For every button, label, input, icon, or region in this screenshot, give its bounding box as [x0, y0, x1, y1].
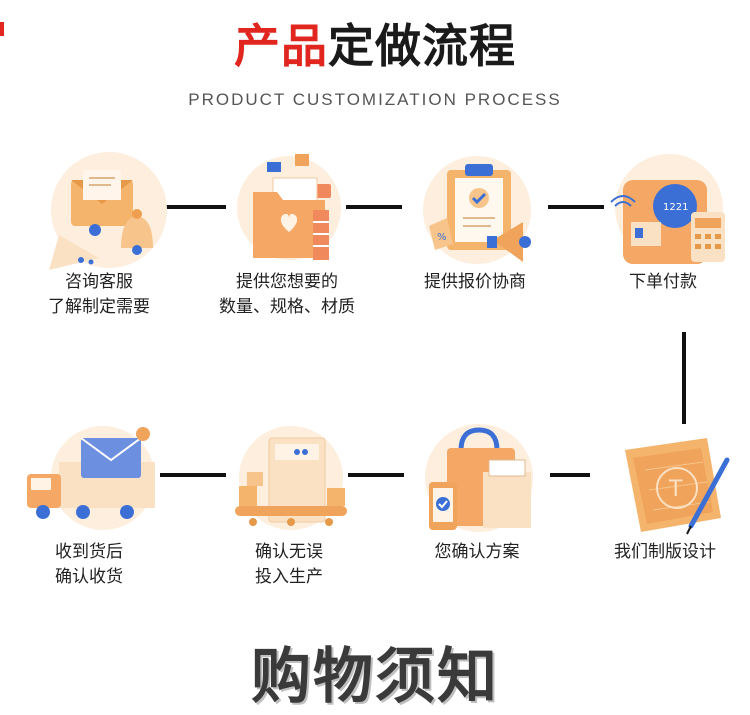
shopping-bag-phone-icon: [425, 424, 533, 532]
svg-text:T: T: [668, 477, 683, 502]
page-subtitle: PRODUCT CUSTOMIZATION PROCESS: [188, 90, 562, 109]
connector-6-7: [348, 473, 404, 477]
step-requirements-line2: 数量、规格、材质: [219, 297, 355, 317]
connector-7-8: [160, 473, 226, 477]
payment-terminal-icon: 1221: [610, 154, 725, 264]
step-quote: % 提供报价协商: [390, 140, 560, 295]
page-title-main: 定做流程: [328, 19, 516, 73]
step-consult-line1: 咨询客服: [65, 272, 133, 292]
step-consult-line2: 了解制定需要: [48, 297, 150, 317]
step-receive-line2: 确认收货: [55, 567, 123, 587]
blueprint-pen-icon: T: [625, 438, 730, 535]
corner-accent-mark: [0, 22, 4, 36]
step-payment-line1: 下单付款: [629, 272, 697, 292]
connector-5-6: [550, 473, 590, 477]
shopping-notice-title: 购物须知: [251, 642, 499, 712]
envelope-bell-icon: [49, 152, 167, 270]
connector-3-4: [548, 205, 604, 209]
delivery-truck-icon: [27, 426, 155, 530]
svg-text:1221: 1221: [663, 202, 688, 213]
factory-conveyor-icon: [235, 426, 347, 530]
step-payment: 1221 下单付款: [578, 140, 748, 295]
step-production: 确认无误 投入生产: [204, 410, 374, 590]
page-title-highlight: 产品: [234, 19, 328, 73]
clipboard-megaphone-icon: %: [423, 156, 531, 264]
step-requirements: 提供您想要的 数量、规格、材质: [202, 140, 372, 320]
step-production-line1: 确认无误: [255, 542, 323, 562]
step-requirements-line1: 提供您想要的: [236, 272, 338, 292]
step-receive: 收到货后 确认收货: [4, 410, 174, 590]
step-consult: 咨询客服 了解制定需要: [14, 140, 184, 320]
connector-2-3: [346, 205, 402, 209]
step-design-line1: 我们制版设计: [614, 542, 716, 562]
svg-text:%: %: [437, 232, 447, 243]
connector-4-5: [682, 332, 686, 424]
step-receive-line1: 收到货后: [55, 542, 123, 562]
step-confirm-plan: 您确认方案: [392, 410, 562, 565]
step-confirm-plan-line1: 您确认方案: [434, 542, 520, 562]
folder-heart-icon: [237, 154, 341, 260]
connector-1-2: [160, 205, 226, 209]
step-quote-line1: 提供报价协商: [424, 272, 526, 292]
step-design: T 我们制版设计: [580, 410, 750, 565]
step-production-line2: 投入生产: [255, 567, 323, 587]
page-title: 产品定做流程: [0, 14, 750, 78]
